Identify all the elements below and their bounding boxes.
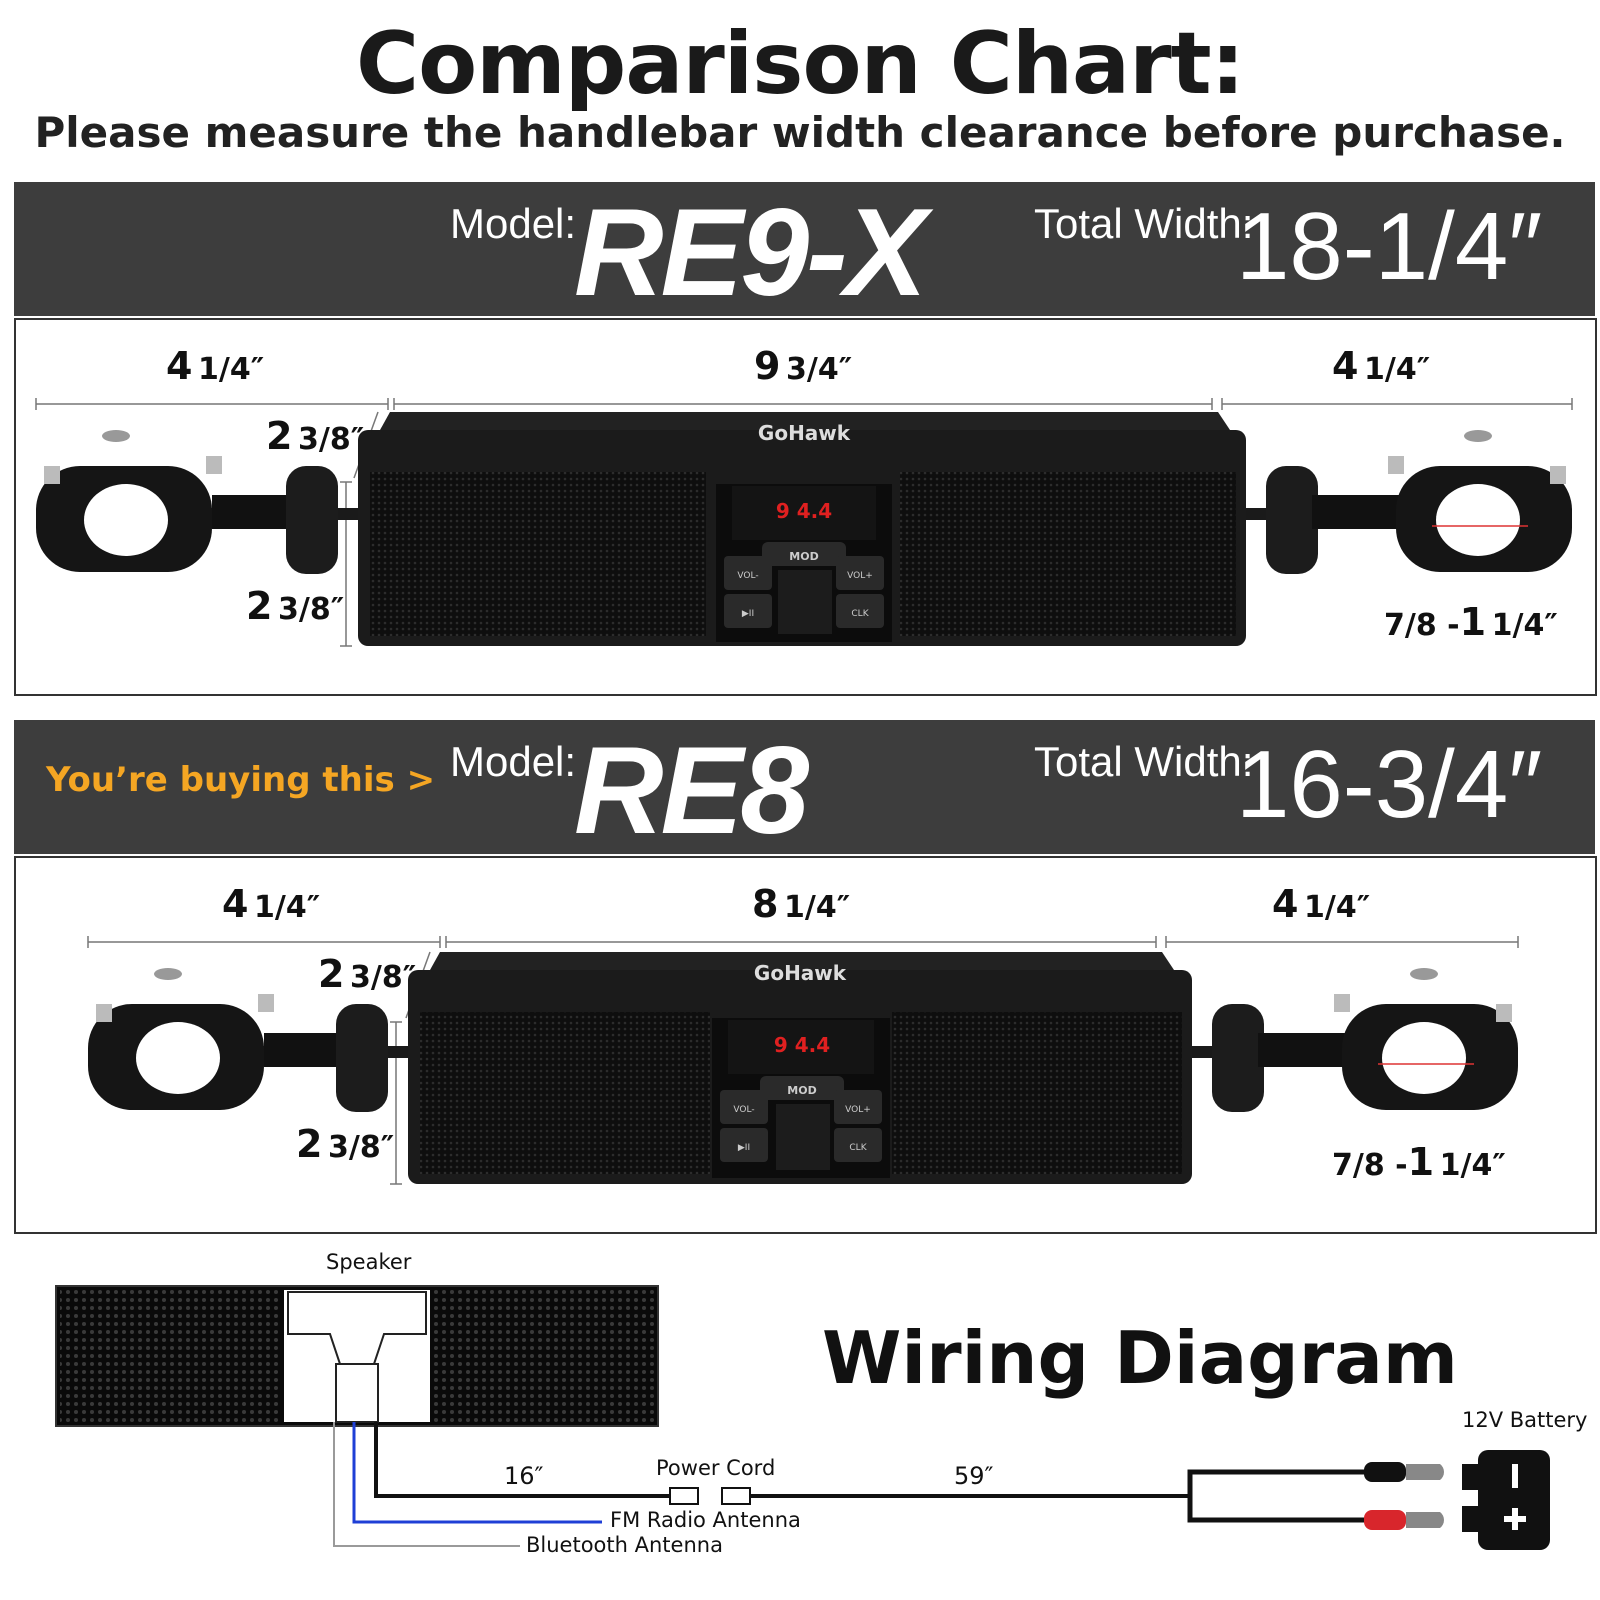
clk-button: CLK bbox=[851, 609, 869, 619]
dim-depth: 2 3/8″ bbox=[266, 414, 365, 458]
model-banner-re8: You’re buying this > Model: RE8 Total Wi… bbox=[14, 720, 1595, 860]
power-wire-16 bbox=[374, 1422, 670, 1498]
display-readout: 9 4.4 bbox=[774, 1033, 830, 1057]
speaker-illustration-re9x: GoHawk 9 4.4 MOD VOL- VOL+ ▶II CLK bbox=[35, 398, 1573, 647]
buying-this-tag: You’re buying this > bbox=[46, 760, 436, 800]
power-connector-left bbox=[669, 1487, 699, 1505]
dim-clamp-range: 7/8 -1 1/4″ bbox=[1332, 1140, 1506, 1184]
brand-logo: GoHawk bbox=[754, 961, 847, 985]
model-label: Model: bbox=[450, 738, 577, 785]
negative-terminal-connector bbox=[1364, 1462, 1406, 1482]
handlebar-clamp-left bbox=[36, 430, 338, 574]
speaker-label: Speaker bbox=[326, 1250, 412, 1274]
dim-right-width: 4 1/4″ bbox=[1272, 882, 1371, 926]
battery-label: 12V Battery bbox=[1462, 1408, 1588, 1432]
wiring-diagram-title: Wiring Diagram bbox=[822, 1316, 1458, 1400]
dim-center-width: 8 1/4″ bbox=[752, 882, 851, 926]
dim-depth: 2 3/8″ bbox=[318, 952, 417, 996]
vol-up-button: VOL+ bbox=[847, 571, 873, 581]
model-name: RE8 bbox=[574, 722, 809, 860]
play-pause-button: ▶II bbox=[738, 1143, 750, 1153]
page-subtitle: Please measure the handlebar width clear… bbox=[34, 108, 1566, 157]
model-name: RE9-X bbox=[574, 184, 927, 322]
wiring-diagram bbox=[55, 1285, 1550, 1550]
vol-up-button: VOL+ bbox=[845, 1105, 871, 1115]
vol-down-button: VOL- bbox=[737, 571, 758, 581]
speaker-illustration-re8: GoHawk 9 4.4 MOD VOL- VOL+ ▶II CLK bbox=[87, 936, 1519, 1185]
dim-left-width: 4 1/4″ bbox=[166, 344, 265, 388]
dim-clamp-range: 7/8 -1 1/4″ bbox=[1384, 600, 1558, 644]
model-panel-re9x: GoHawk 9 4.4 MOD VOL- VOL+ ▶II CLK 4 1/4… bbox=[14, 318, 1597, 696]
total-width-value: 18-1/4″ bbox=[1236, 193, 1543, 300]
fm-antenna-label: FM Radio Antenna bbox=[610, 1508, 801, 1532]
dim-right-width: 4 1/4″ bbox=[1332, 344, 1431, 388]
wire-length-16: 16″ bbox=[504, 1462, 544, 1490]
fm-antenna-wire bbox=[352, 1422, 602, 1524]
dim-height: 2 3/8″ bbox=[296, 1122, 395, 1166]
mod-button: MOD bbox=[787, 1084, 816, 1097]
bluetooth-antenna-wire bbox=[333, 1422, 520, 1547]
total-width-value: 16-3/4″ bbox=[1236, 731, 1543, 838]
model-panel-re8: GoHawk 9 4.4 MOD VOL- VOL+ ▶II CLK 4 1/4… bbox=[14, 856, 1597, 1234]
dim-left-width: 4 1/4″ bbox=[222, 882, 321, 926]
handlebar-clamp-left bbox=[88, 968, 388, 1112]
dim-center-width: 9 3/4″ bbox=[754, 344, 853, 388]
battery-icon bbox=[1462, 1450, 1550, 1550]
clk-button: CLK bbox=[849, 1143, 867, 1153]
model-label: Model: bbox=[450, 200, 577, 247]
total-width-label: Total Width: bbox=[1034, 738, 1254, 785]
speaker-body-re9x bbox=[358, 412, 1246, 646]
wire-length-59: 59″ bbox=[954, 1462, 994, 1490]
wiring-speaker-box bbox=[55, 1285, 659, 1427]
bluetooth-antenna-label: Bluetooth Antenna bbox=[526, 1533, 723, 1557]
page-title: Comparison Chart: bbox=[355, 14, 1245, 114]
speaker-body-re8 bbox=[408, 952, 1192, 1184]
power-connector-right bbox=[721, 1487, 751, 1505]
handlebar-clamp-right bbox=[1212, 968, 1518, 1112]
brand-logo: GoHawk bbox=[758, 421, 851, 445]
display-readout: 9 4.4 bbox=[776, 499, 832, 523]
mod-button: MOD bbox=[789, 550, 818, 563]
dim-height: 2 3/8″ bbox=[246, 584, 345, 628]
total-width-label: Total Width: bbox=[1034, 200, 1254, 247]
play-pause-button: ▶II bbox=[742, 609, 754, 619]
handlebar-clamp-right bbox=[1266, 430, 1572, 574]
model-banner-re9x: Model: RE9-X Total Width: 18-1/4″ bbox=[14, 182, 1595, 322]
power-cord-label: Power Cord bbox=[656, 1456, 776, 1480]
positive-terminal-connector bbox=[1364, 1510, 1406, 1530]
vol-down-button: VOL- bbox=[733, 1105, 754, 1115]
